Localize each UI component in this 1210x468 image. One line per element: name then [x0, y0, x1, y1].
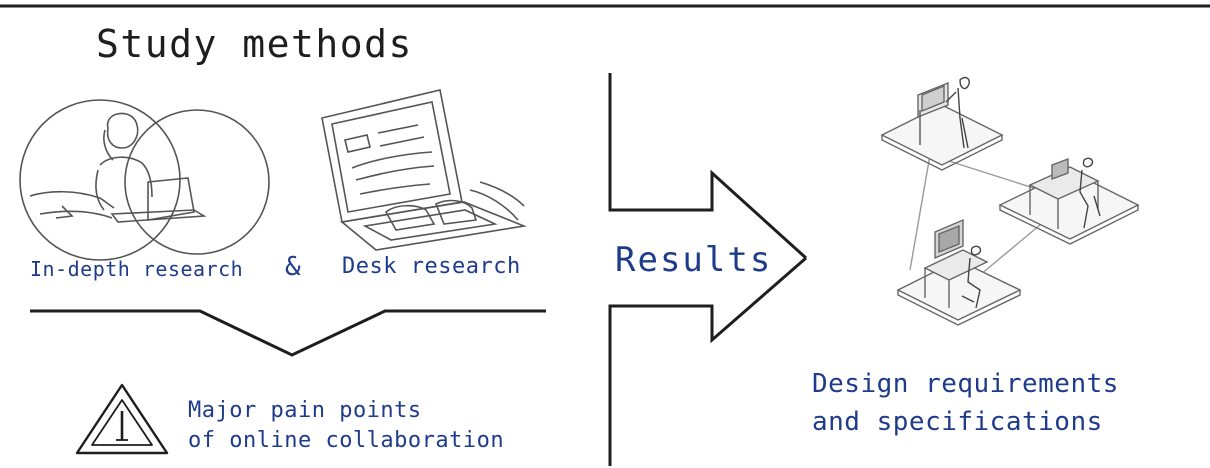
interview-circle-left	[19, 99, 181, 261]
desk-research-illustration	[321, 89, 527, 251]
seated-person-left	[961, 245, 982, 309]
standing-person	[945, 76, 970, 149]
warning-triangle-icon	[75, 383, 169, 455]
ampersand-label: &	[285, 252, 302, 282]
results-label: Results	[615, 240, 773, 280]
seated-person-right	[1079, 157, 1101, 229]
typing-hands	[384, 204, 436, 231]
person-head	[106, 112, 139, 149]
design-line-2: and specifications	[812, 407, 1103, 437]
desk-research-label: Desk research	[342, 254, 521, 279]
pain-points-line-2: of online collaboration	[188, 428, 505, 453]
design-requirements-label: Design requirements and specifications	[812, 365, 1119, 441]
pain-points-line-1: Major pain points	[188, 398, 422, 423]
results-arrow-lower	[608, 256, 807, 466]
hybrid-office-illustration	[880, 76, 1140, 326]
diagram-title: Study methods	[96, 22, 413, 66]
pain-points-label: Major pain points of online collaboratio…	[188, 396, 504, 456]
in-depth-research-illustration	[19, 99, 270, 261]
funnel-chevron	[30, 309, 546, 357]
results-arrow-upper	[608, 73, 808, 260]
in-depth-research-label: In-depth research	[30, 257, 244, 281]
laptop	[147, 177, 195, 221]
person-body	[99, 156, 153, 198]
interview-circle-right	[124, 109, 270, 255]
workstation-platform-standing	[880, 104, 1004, 166]
design-line-1: Design requirements	[812, 369, 1119, 399]
